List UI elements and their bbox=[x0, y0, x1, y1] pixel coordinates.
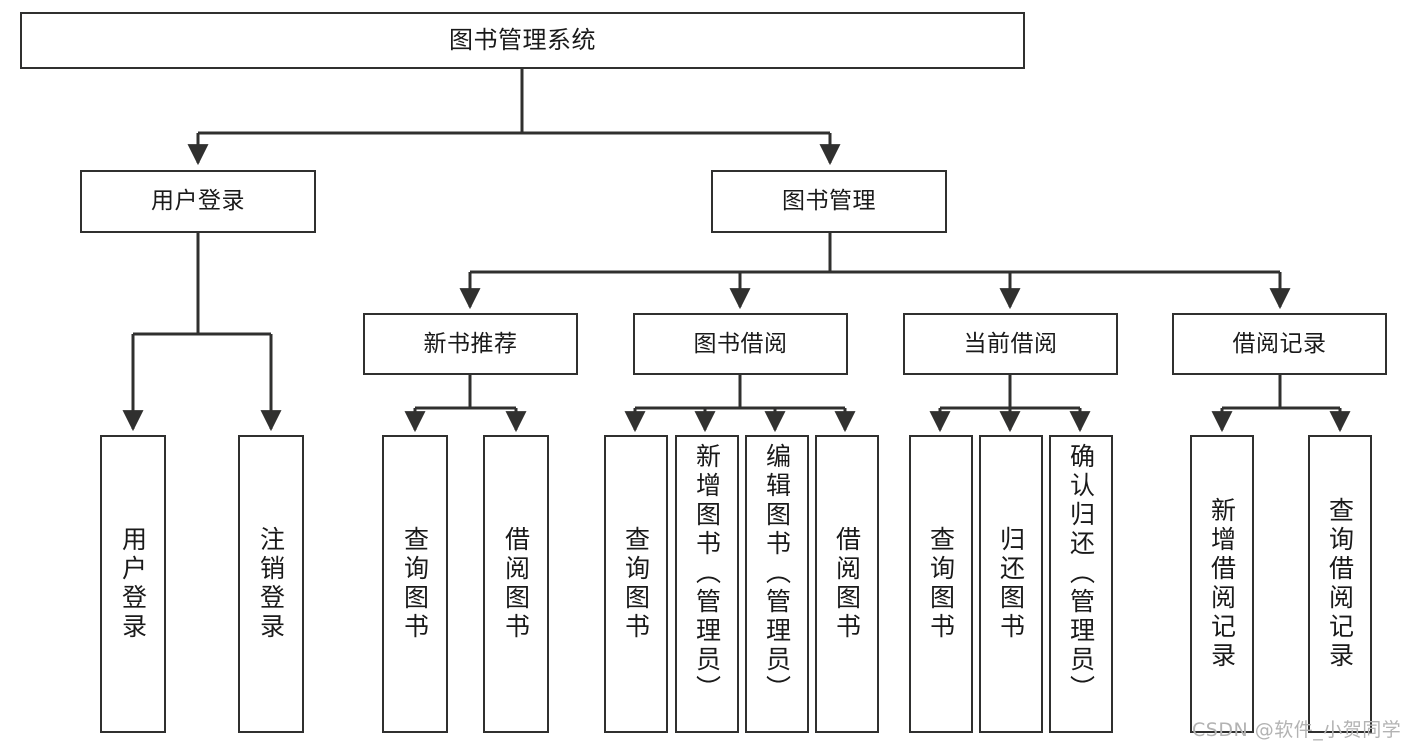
node-label: 查询借阅记录 bbox=[1325, 497, 1355, 671]
leaf-user-login[interactable]: 用户登录 bbox=[100, 435, 166, 733]
node-label: 编辑图书（管理员） bbox=[762, 443, 792, 704]
node-label: 当前借阅 bbox=[963, 330, 1058, 357]
csdn-watermark: CSDN @软件_小贺同学 bbox=[1192, 719, 1402, 741]
node-label: 图书管理 bbox=[782, 188, 876, 215]
node-book-borrow[interactable]: 图书借阅 bbox=[633, 313, 848, 375]
node-label: 用户登录 bbox=[151, 188, 245, 215]
leaf-query-book-borrow[interactable]: 查询图书 bbox=[604, 435, 668, 733]
node-label: 确认归还（管理员） bbox=[1066, 443, 1096, 704]
leaf-query-book-current[interactable]: 查询图书 bbox=[909, 435, 973, 733]
node-book-manage[interactable]: 图书管理 bbox=[711, 170, 947, 233]
node-label: 图书管理系统 bbox=[449, 25, 596, 54]
node-label: 用户登录 bbox=[118, 526, 148, 642]
node-label: 新增图书（管理员） bbox=[692, 443, 722, 704]
leaf-edit-book-admin[interactable]: 编辑图书（管理员） bbox=[745, 435, 809, 733]
node-label: 注销登录 bbox=[256, 526, 286, 642]
leaf-return-book[interactable]: 归还图书 bbox=[979, 435, 1043, 733]
leaf-borrow-book-recommend[interactable]: 借阅图书 bbox=[483, 435, 549, 733]
node-label: 借阅图书 bbox=[501, 526, 531, 642]
leaf-user-logout[interactable]: 注销登录 bbox=[238, 435, 304, 733]
node-label: 查询图书 bbox=[400, 526, 430, 642]
node-current-borrow[interactable]: 当前借阅 bbox=[903, 313, 1118, 375]
leaf-borrow-book[interactable]: 借阅图书 bbox=[815, 435, 879, 733]
leaf-query-borrow-record[interactable]: 查询借阅记录 bbox=[1308, 435, 1372, 733]
node-root-system[interactable]: 图书管理系统 bbox=[20, 12, 1025, 69]
node-label: 借阅记录 bbox=[1232, 330, 1327, 357]
node-label: 查询图书 bbox=[926, 526, 956, 642]
node-new-book-recommend[interactable]: 新书推荐 bbox=[363, 313, 578, 375]
node-label: 图书借阅 bbox=[693, 330, 788, 357]
leaf-add-book-admin[interactable]: 新增图书（管理员） bbox=[675, 435, 739, 733]
node-label: 归还图书 bbox=[996, 526, 1026, 642]
node-user-login[interactable]: 用户登录 bbox=[80, 170, 316, 233]
node-label: 查询图书 bbox=[621, 526, 651, 642]
node-borrow-record[interactable]: 借阅记录 bbox=[1172, 313, 1387, 375]
node-label: 新书推荐 bbox=[423, 330, 518, 357]
leaf-confirm-return-admin[interactable]: 确认归还（管理员） bbox=[1049, 435, 1113, 733]
node-label: 新增借阅记录 bbox=[1207, 497, 1237, 671]
node-label: 借阅图书 bbox=[832, 526, 862, 642]
leaf-query-book-recommend[interactable]: 查询图书 bbox=[382, 435, 448, 733]
leaf-add-borrow-record[interactable]: 新增借阅记录 bbox=[1190, 435, 1254, 733]
